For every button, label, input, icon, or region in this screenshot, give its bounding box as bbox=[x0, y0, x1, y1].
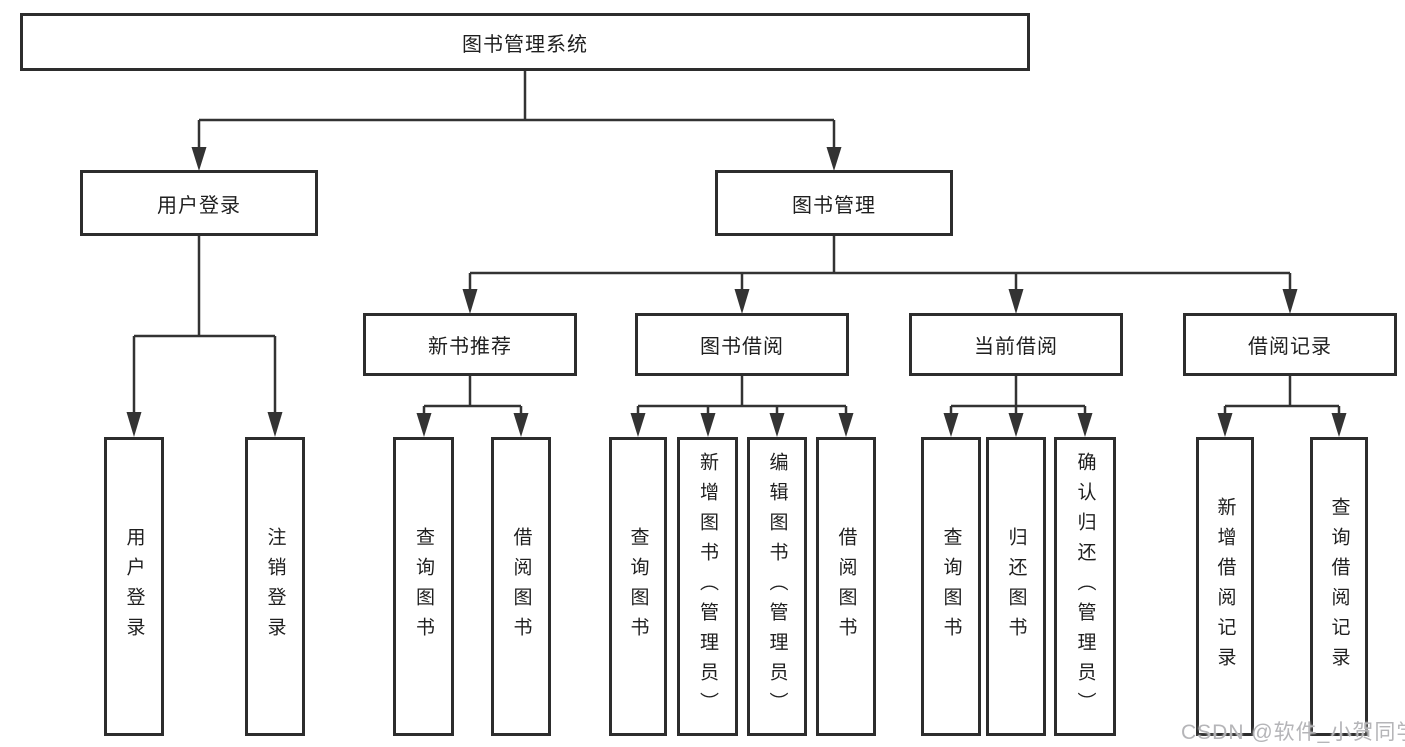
leaf-confirm-return-admin: 确认归还（管理员） bbox=[1054, 437, 1116, 736]
node-borrow-records: 借阅记录 bbox=[1183, 313, 1397, 376]
node-label: 借阅记录 bbox=[1248, 336, 1332, 358]
leaf-user-login: 用户登录 bbox=[104, 437, 164, 736]
leaf-label: 编辑图书（管理员） bbox=[766, 451, 788, 722]
leaf-label: 用户登录 bbox=[123, 526, 145, 647]
node-book-borrow: 图书借阅 bbox=[635, 313, 849, 376]
leaf-query-books-current: 查询图书 bbox=[921, 437, 981, 736]
node-label: 图书管理系统 bbox=[462, 33, 588, 56]
leaf-query-books-borrow: 查询图书 bbox=[609, 437, 667, 736]
leaf-label: 查询图书 bbox=[413, 526, 434, 647]
node-label: 图书借阅 bbox=[700, 336, 784, 358]
node-book-management-branch: 图书管理 bbox=[715, 170, 953, 236]
leaf-borrow-books-recommend: 借阅图书 bbox=[491, 437, 551, 736]
leaf-edit-books-admin: 编辑图书（管理员） bbox=[747, 437, 807, 736]
leaf-label: 查询借阅记录 bbox=[1328, 496, 1350, 677]
node-label: 图书管理 bbox=[792, 194, 876, 217]
node-user-login-branch: 用户登录 bbox=[80, 170, 318, 236]
node-current-borrow: 当前借阅 bbox=[909, 313, 1123, 376]
csdn-watermark: CSDN @软件_小贺同学 bbox=[1181, 721, 1405, 744]
leaf-return-books: 归还图书 bbox=[986, 437, 1046, 736]
leaf-label: 查询图书 bbox=[627, 526, 649, 647]
leaf-add-books-admin: 新增图书（管理员） bbox=[677, 437, 738, 736]
leaf-label: 查询图书 bbox=[940, 526, 962, 647]
leaf-borrow-books: 借阅图书 bbox=[816, 437, 876, 736]
leaf-label: 归还图书 bbox=[1005, 526, 1027, 647]
leaf-label: 新增借阅记录 bbox=[1214, 496, 1236, 677]
leaf-label: 确认归还（管理员） bbox=[1074, 451, 1096, 722]
node-label: 当前借阅 bbox=[974, 336, 1058, 358]
leaf-add-borrow-record: 新增借阅记录 bbox=[1196, 437, 1254, 736]
leaf-logout: 注销登录 bbox=[245, 437, 305, 736]
node-new-book-recommend: 新书推荐 bbox=[363, 313, 577, 376]
node-root-book-management-system: 图书管理系统 bbox=[20, 13, 1030, 71]
node-label: 用户登录 bbox=[157, 194, 241, 217]
leaf-label: 借阅图书 bbox=[510, 526, 532, 647]
leaf-label: 新增图书（管理员） bbox=[697, 451, 718, 722]
leaf-query-borrow-record: 查询借阅记录 bbox=[1310, 437, 1368, 736]
node-label: 新书推荐 bbox=[428, 336, 512, 358]
leaf-label: 注销登录 bbox=[264, 526, 286, 647]
leaf-query-books-recommend: 查询图书 bbox=[393, 437, 454, 736]
leaf-label: 借阅图书 bbox=[835, 526, 857, 647]
